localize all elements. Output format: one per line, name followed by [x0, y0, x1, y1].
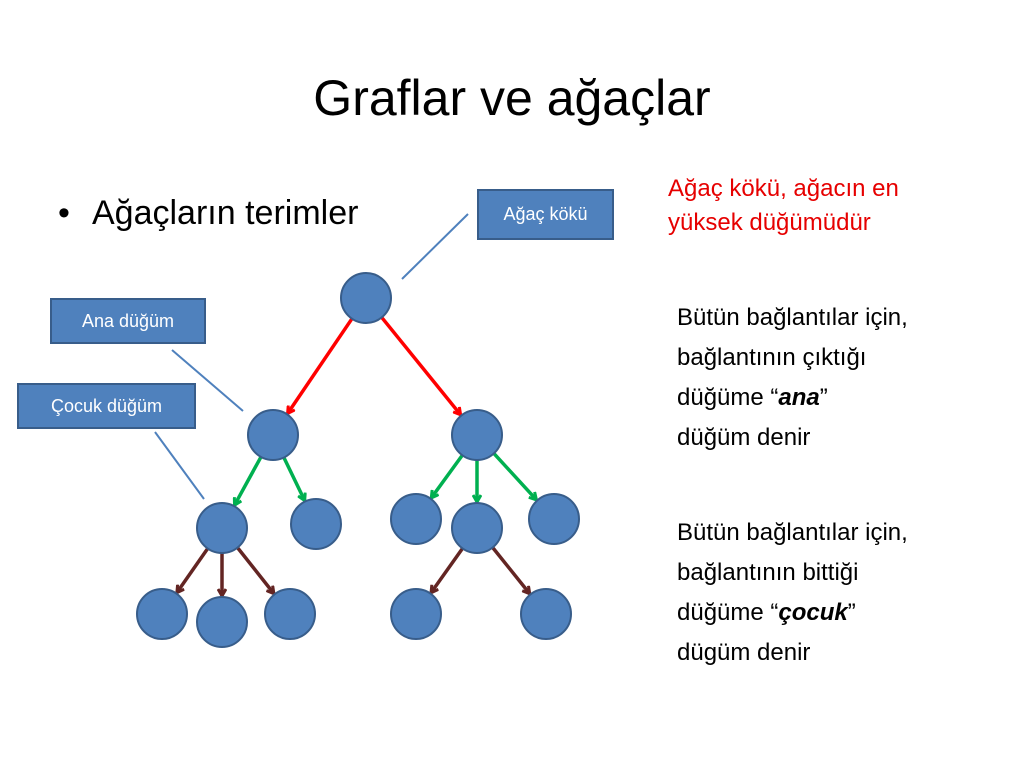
child-def-line-3: düğüme “çocuk”: [677, 593, 1007, 633]
child-def-term: çocuk: [778, 599, 848, 626]
edge-LA-LA1: [177, 547, 210, 593]
edge-L-LA: [235, 456, 263, 505]
parent-def-suffix: ”: [819, 384, 828, 411]
edge-R-RC: [492, 452, 537, 499]
parent-def-line-2: bağlantının çıktığı: [677, 344, 867, 371]
edge-root-L: [288, 317, 354, 414]
leader-line-child: [154, 431, 205, 500]
leader-line-parent: [171, 349, 244, 412]
root-note-line-2: yüksek düğümüdür: [668, 209, 871, 236]
tree-node-R: [451, 409, 503, 461]
tree-node-RB: [451, 502, 503, 554]
edge-LA-LA3: [236, 546, 274, 594]
tree-node-RC: [528, 493, 580, 545]
bullet-item: • Ağaçların terimler: [58, 192, 358, 234]
parent-def-line-1: Bütün bağlantılar için,: [677, 304, 908, 331]
edge-RB-RB1: [431, 547, 464, 592]
parent-def-prefix: düğüme “: [677, 384, 779, 411]
tree-node-LB: [290, 498, 342, 550]
parent-def-line-4: düğüm denir: [677, 424, 811, 451]
edge-L-LB: [282, 456, 305, 501]
tree-node-LA3: [264, 588, 316, 640]
child-def-line-4: dügüm denir: [677, 639, 811, 666]
tree-node-RB2: [520, 588, 572, 640]
parent-def-line-3: düğüme “ana”: [677, 378, 1007, 418]
child-def-suffix: ”: [847, 599, 856, 626]
tree-node-LA2: [196, 596, 248, 648]
root-note-line-1: Ağaç kökü, ağacın en: [668, 175, 899, 202]
tree-node-RB1: [390, 588, 442, 640]
tree-node-root: [340, 272, 392, 324]
child-def-prefix: düğüme “: [677, 599, 779, 626]
parent-definition: Bütün bağlantılar için, bağlantının çıkt…: [677, 298, 1007, 458]
edge-RB-RB2: [491, 546, 530, 593]
bullet-text: Ağaçların terimler: [92, 194, 359, 232]
callout-parent-node: Ana düğüm: [50, 298, 206, 344]
tree-node-RA: [390, 493, 442, 545]
tree-node-LA1: [136, 588, 188, 640]
tree-node-LA: [196, 502, 248, 554]
child-definition: Bütün bağlantılar için, bağlantının bitt…: [677, 513, 1007, 673]
child-def-line-1: Bütün bağlantılar için,: [677, 519, 908, 546]
bullet-symbol: •: [58, 194, 70, 232]
leader-line-root: [401, 213, 469, 280]
edge-root-R: [380, 316, 461, 414]
edge-R-RA: [431, 454, 464, 498]
slide-title: Graflar ve ağaçlar: [313, 70, 711, 126]
callout-tree-root: Ağaç kökü: [477, 189, 614, 240]
callout-child-node: Çocuk düğüm: [17, 383, 196, 429]
parent-def-term: ana: [778, 384, 820, 411]
tree-node-L: [247, 409, 299, 461]
root-definition-note: Ağaç kökü, ağacın en yüksek düğümüdür: [668, 172, 1008, 240]
child-def-line-2: bağlantının bittiği: [677, 559, 859, 586]
